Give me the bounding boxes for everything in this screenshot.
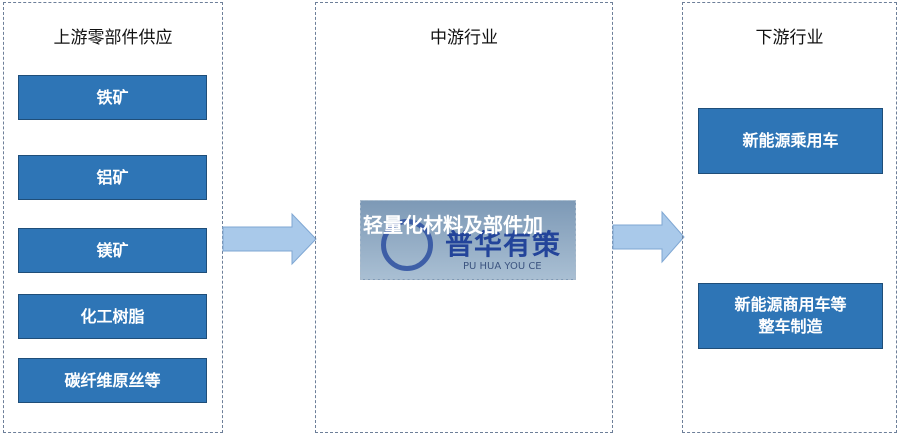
midstream-item-label: 轻量化材料及部件加 <box>363 213 543 237</box>
upstream-item-carbon-fiber: 碳纤维原丝等 <box>18 358 207 403</box>
upstream-item-magnesium: 镁矿 <box>18 228 207 273</box>
watermark-brand-en: PU HUA YOU CE <box>463 261 542 272</box>
upstream-item-aluminum: 铝矿 <box>18 155 207 200</box>
midstream-panel: 中游行业 <box>315 2 613 433</box>
arrow-upstream-to-midstream <box>222 212 317 266</box>
watermark-brand: 普华有策 <box>445 228 562 261</box>
upstream-title: 上游零部件供应 <box>53 28 173 48</box>
upstream-panel: 上游零部件供应 <box>3 2 223 433</box>
downstream-item-commercial: 新能源商用车等 整车制造 <box>698 283 883 349</box>
midstream-title: 中游行业 <box>430 28 498 48</box>
upstream-item-iron: 铁矿 <box>18 75 207 120</box>
downstream-title: 下游行业 <box>755 28 824 48</box>
downstream-panel: 下游行业 <box>682 2 897 433</box>
downstream-item-passenger: 新能源乘用车 <box>698 108 883 174</box>
upstream-item-resin: 化工树脂 <box>18 294 207 339</box>
midstream-item: 普华有策 PU HUA YOU CE 轻量化材料及部件加 <box>360 200 576 280</box>
watermark-logo-icon <box>381 219 433 271</box>
arrow-midstream-to-downstream <box>612 210 685 264</box>
